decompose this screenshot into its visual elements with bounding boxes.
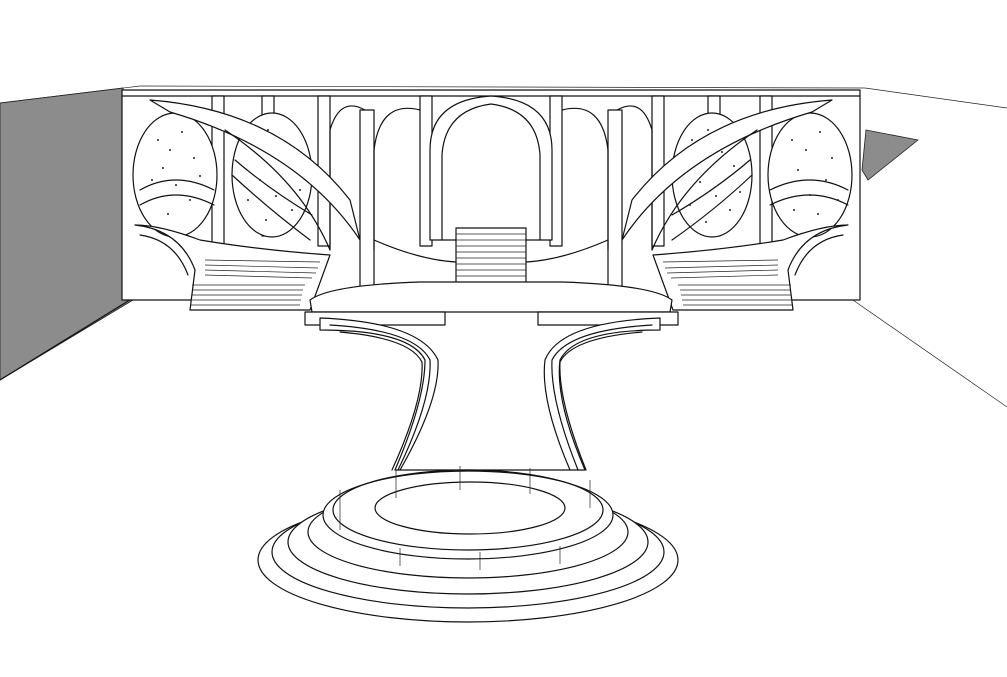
left-wall xyxy=(0,87,134,381)
right-staircase xyxy=(652,224,849,311)
curved-stem xyxy=(319,317,661,471)
upper-platform xyxy=(304,281,679,326)
right-wall xyxy=(861,129,919,181)
circular-platform xyxy=(257,466,679,623)
curved-arms xyxy=(149,99,833,251)
central-arch xyxy=(429,95,553,241)
left-staircase xyxy=(134,224,331,311)
railing xyxy=(339,466,591,570)
